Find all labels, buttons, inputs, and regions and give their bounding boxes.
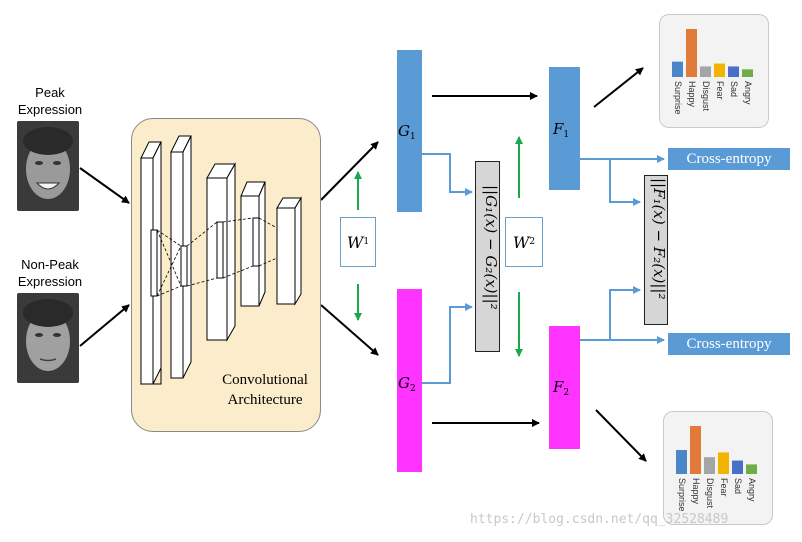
arrow-peak-to-conv (79, 167, 130, 204)
top-label-happy: Happy (687, 81, 697, 108)
top-bar-surprise (672, 61, 683, 77)
f1-label: F1 (553, 120, 570, 140)
g1-label: G1 (398, 122, 416, 142)
top-bar-sad (728, 66, 739, 77)
flow-f2-to-fnorm (609, 286, 641, 340)
arrow-f2-to-output (595, 409, 647, 462)
flow-f1-to-fnorm (609, 159, 641, 206)
top-label-disgust: Disgust (701, 81, 711, 112)
flow-g1-to-gnorm (422, 153, 473, 196)
f-distance-norm-box (644, 175, 668, 325)
nonpeak-face-image (17, 293, 79, 383)
top-bar-disgust (700, 66, 711, 77)
top-label-angry: Angry (743, 81, 753, 105)
bottom-bar-fear (718, 452, 729, 474)
top-bar-fear (714, 63, 725, 77)
top-bar-happy (686, 29, 697, 77)
conv-layers-drawing (140, 135, 302, 386)
bottom-bar-angry (746, 464, 757, 474)
bottom-bar-disgust (704, 457, 715, 474)
output-chart-top: Surprise Happy Disgust Fear Sad Angry (672, 29, 753, 115)
output-chart-bottom: Surprise Happy Disgust Fear Sad Angry (676, 426, 757, 512)
g1-branch (397, 50, 422, 212)
bottom-label-angry: Angry (747, 478, 757, 502)
g2-label: G2 (398, 374, 416, 394)
f-distance-norm-text: ||F₁(x) − F₂(x)||² (650, 178, 668, 300)
f2-branch (549, 326, 580, 449)
g-distance-norm-box (475, 161, 500, 352)
nonpeak-expression-label: Non-Peak Expression (17, 257, 83, 289)
bottom-label-sad: Sad (733, 478, 743, 494)
bottom-label-happy: Happy (691, 478, 701, 505)
f2-label: F2 (553, 378, 570, 398)
conv-architecture-label: Convolutional Architecture (222, 372, 308, 408)
output-card-bottom: Surprise Happy Disgust Fear Sad Angry (663, 411, 773, 525)
flow-g2-to-gnorm (422, 303, 473, 384)
watermark-text: https://blog.csdn.net/qq_32528489 (470, 512, 729, 527)
arrow-conv-to-g2 (320, 304, 379, 356)
arrow-conv-to-g1 (320, 141, 379, 201)
g-distance-norm-text: ||G₁(x) − G₂(x)||² (482, 185, 500, 310)
top-bar-angry (742, 69, 753, 77)
top-label-surprise: Surprise (673, 81, 683, 115)
output-card-top: Surprise Happy Disgust Fear Sad Angry (659, 14, 769, 128)
cross-entropy-top: Cross-entropy (668, 148, 790, 170)
peak-expression-label: Peak Expression (17, 85, 83, 117)
bottom-label-disgust: Disgust (705, 478, 715, 509)
bottom-bar-surprise (676, 450, 687, 474)
arrow-f1-to-output (593, 67, 644, 108)
f1-branch (549, 67, 580, 190)
g2-branch (397, 289, 422, 472)
cross-entropy-bottom: Cross-entropy (668, 333, 790, 355)
bottom-label-fear: Fear (719, 478, 729, 497)
bottom-label-surprise: Surprise (677, 478, 687, 512)
arrow-nonpeak-to-conv (79, 304, 130, 347)
bottom-bar-happy (690, 426, 701, 474)
peak-face-image (17, 121, 79, 211)
bottom-bar-sad (732, 460, 743, 474)
top-label-fear: Fear (715, 81, 725, 100)
top-label-sad: Sad (729, 81, 739, 97)
